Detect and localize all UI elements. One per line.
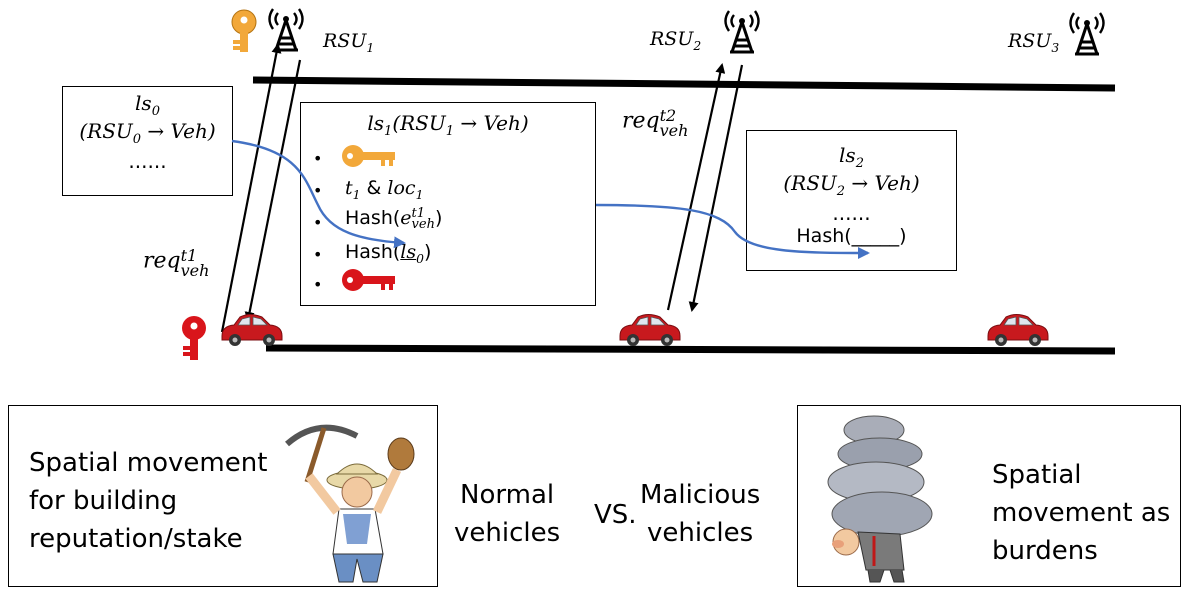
road-bottom [265, 344, 1116, 355]
normal-description: Spatial movement for building reputation… [29, 448, 268, 554]
malicious-vehicles-label: Malicious vehicles [640, 480, 761, 548]
vs-label: VS. [594, 500, 637, 530]
car-2-icon [619, 314, 681, 347]
red-key-horizontal-icon [342, 269, 395, 291]
ls2-box: ls2 (RSU2 → Veh) ...... Hash(_____) [746, 130, 957, 271]
rsu3-tower-icon [1069, 11, 1105, 56]
gold-key-icon [231, 9, 257, 52]
ls2-line2: (RSU2 → Veh) [783, 171, 920, 199]
bullet-5: • [313, 275, 323, 294]
ls0-title: ls0 [135, 91, 160, 119]
malicious-vehicles-panel: Spatial movement as burdens [797, 405, 1181, 587]
ls0-box: ls0 (RSU0 → Veh) ...... [62, 86, 233, 196]
arrow-car-to-rsu2 [666, 63, 726, 311]
arrow-rsu2-to-car [688, 64, 744, 312]
normal-vehicles-label: Normal vehicles [454, 480, 561, 548]
rsu2-tower-icon [724, 9, 760, 54]
car-3-icon [987, 314, 1049, 347]
ls2-hash: Hash(_____) [796, 225, 907, 247]
arrow-rsu1-to-car [244, 59, 302, 322]
road-top [252, 76, 1116, 92]
bullet-3: • [313, 213, 323, 232]
ls1-hash-ls0: Hash(ls0) [345, 241, 432, 266]
burden-cartoon-icon [827, 415, 933, 583]
car-1-icon [221, 314, 283, 347]
rsu1-label: RSU1 [323, 30, 375, 55]
normal-vehicles-panel: Spatial movement for building reputation… [8, 405, 438, 587]
rsu1-tower-icon [268, 7, 304, 52]
gold-key-horizontal-icon [342, 145, 395, 167]
rsu2-label: RSU2 [650, 28, 702, 53]
malicious-description: Spatial movement as burdens [992, 460, 1171, 566]
ls1-time-location: t1 & loc1 [345, 177, 424, 202]
ls1-title: ls1(RSU1 → Veh) [367, 111, 529, 139]
rsu3-label: RSU3 [1008, 30, 1060, 55]
ls0-line2: (RSU0 → Veh) [79, 119, 216, 147]
ls0-dots: ...... [128, 149, 167, 173]
ls2-title: ls2 [839, 143, 864, 171]
red-key-icon [182, 316, 206, 360]
bullet-4: • [313, 245, 323, 264]
bullet-1: • [313, 149, 323, 168]
miner-cartoon-icon [285, 424, 415, 583]
bullet-2: • [313, 181, 323, 200]
ls2-dots: ...... [832, 201, 871, 225]
